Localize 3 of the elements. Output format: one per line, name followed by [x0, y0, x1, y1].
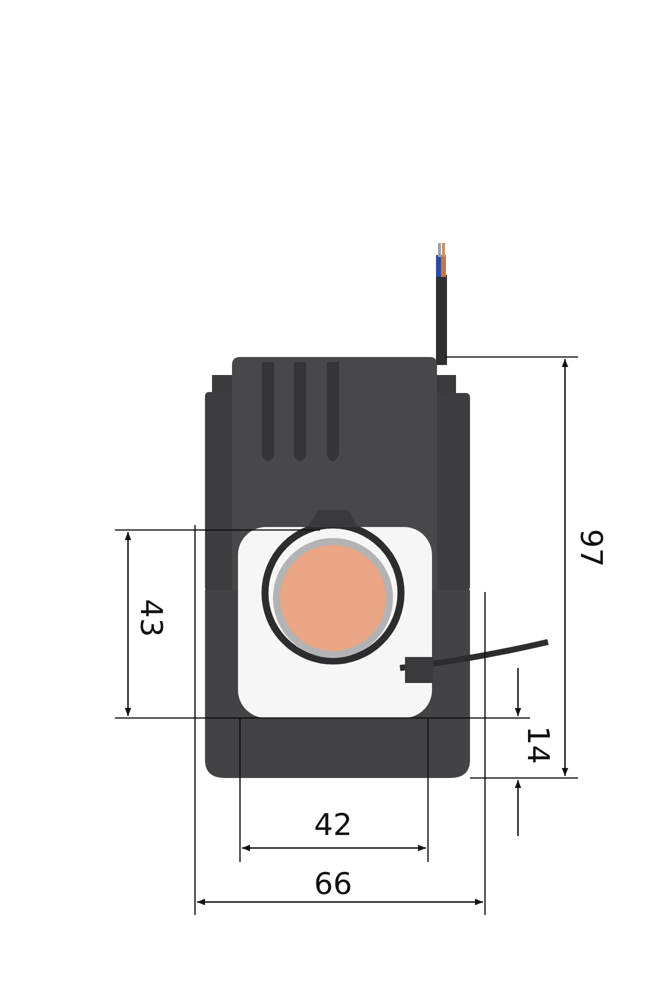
dimension-label: 43	[135, 598, 166, 640]
dimension-label: 97	[575, 528, 606, 570]
dimension-label: 14	[522, 724, 552, 766]
